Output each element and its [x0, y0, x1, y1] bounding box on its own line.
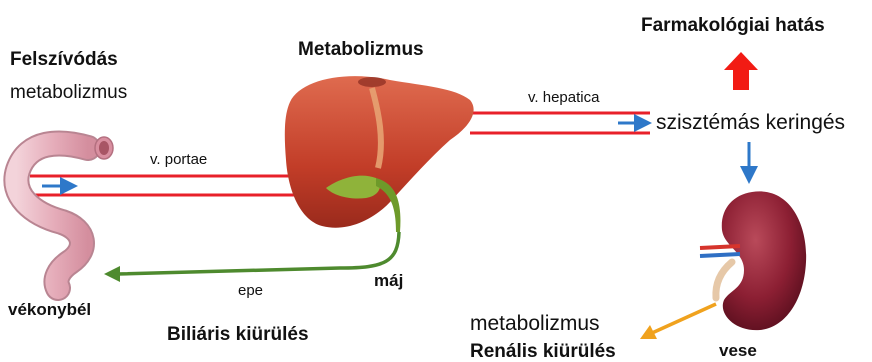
renal-excretion-arrow: [640, 304, 716, 339]
label-v-portae: v. portae: [150, 152, 207, 167]
liver-icon: [285, 76, 474, 232]
label-szisztemas-keringes: szisztémás keringés: [656, 112, 845, 133]
kidney-icon: [700, 191, 806, 330]
small-intestine-icon: [16, 137, 113, 288]
label-vekonybel: vékonybél: [8, 301, 91, 318]
label-biliaris-kiurules: Biliáris kiürülés: [167, 325, 309, 344]
label-maj: máj: [374, 272, 403, 289]
effect-arrow: [724, 52, 758, 90]
label-felszivodas: Felszívódás: [10, 50, 118, 69]
label-epe: epe: [238, 283, 263, 298]
label-vese: vese: [719, 342, 757, 359]
label-metabolizmus-title: Metabolizmus: [298, 40, 424, 59]
label-v-hepatica: v. hepatica: [528, 90, 599, 105]
bile-flow-arrow: [104, 232, 399, 282]
label-renalis-kiurules: Renális kiürülés: [470, 342, 616, 361]
label-farmakologiai-hatas: Farmakológiai hatás: [641, 16, 825, 35]
label-metabolizmus-left: metabolizmus: [10, 83, 127, 102]
label-metabolizmus-bottom: metabolizmus: [470, 313, 600, 334]
